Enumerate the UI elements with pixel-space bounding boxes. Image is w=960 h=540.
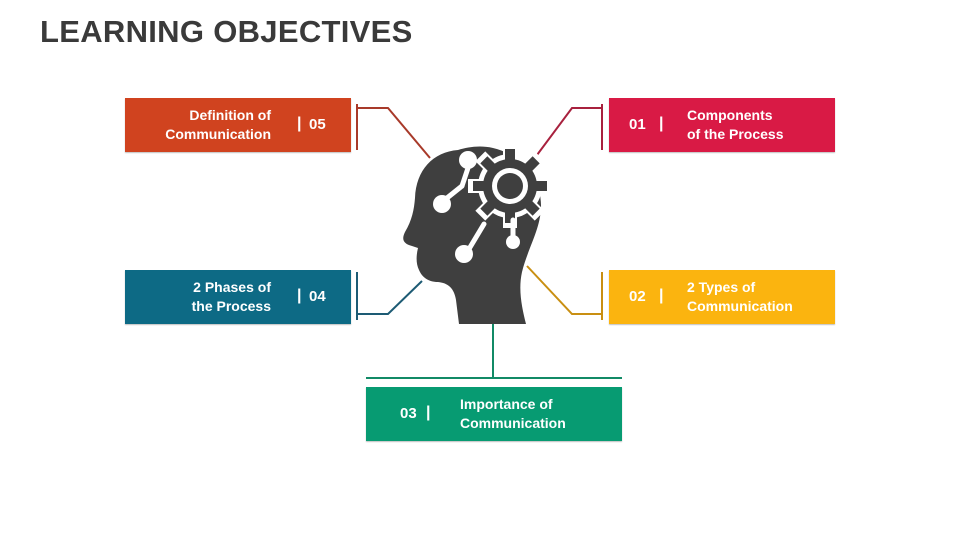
separator: | xyxy=(659,287,664,304)
separator: | xyxy=(659,115,664,132)
objective-03-text: Importance of Communication xyxy=(460,396,566,431)
connector-05 xyxy=(356,104,431,159)
connector-03 xyxy=(366,318,622,379)
gear-icon xyxy=(468,144,552,228)
objective-01-number: 01 xyxy=(629,116,646,133)
connector-02 xyxy=(526,265,603,320)
objective-04-box: 2 Phases of the Process | 04 xyxy=(125,270,351,324)
objective-05-box: Definition of Communication | 05 xyxy=(125,98,351,152)
objective-04-text: 2 Phases of the Process xyxy=(191,279,271,314)
objective-01-text: Components of the Process xyxy=(687,107,784,142)
objective-02-box: 02 | 2 Types of Communication xyxy=(609,270,835,324)
objective-02-text: 2 Types of Communication xyxy=(687,279,793,314)
objective-03-box: 03 | Importance of Communication xyxy=(366,387,622,441)
separator: | xyxy=(297,115,302,132)
objective-01-box: 01 | Components of the Process xyxy=(609,98,835,152)
slide-title: LEARNING OBJECTIVES xyxy=(40,14,413,49)
objective-04-number: 04 xyxy=(309,288,326,305)
connector-01 xyxy=(536,104,603,156)
connector-04 xyxy=(356,272,423,320)
objective-05-text: Definition of Communication xyxy=(165,107,271,142)
head-with-gear-icon xyxy=(403,144,552,324)
separator: | xyxy=(426,404,431,421)
objective-02-number: 02 xyxy=(629,288,646,305)
objective-05-number: 05 xyxy=(309,116,326,133)
objective-03-number: 03 xyxy=(400,405,417,422)
separator: | xyxy=(297,287,302,304)
